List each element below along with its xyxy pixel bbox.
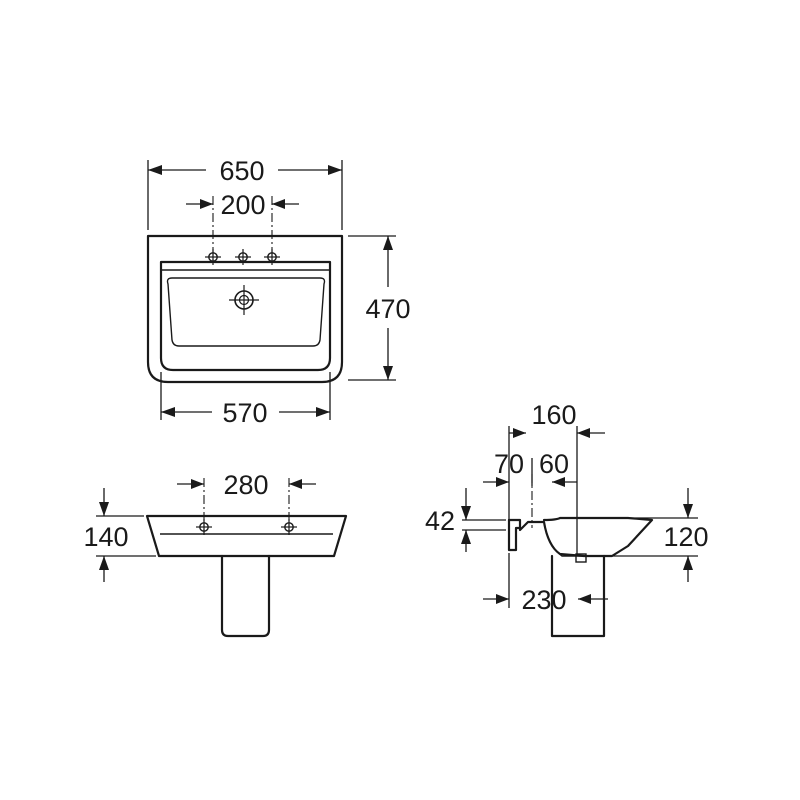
basin-inner-bowl [159, 260, 332, 372]
dim-bowl-height: 120 [663, 522, 708, 552]
dim-width-inner: 570 [222, 398, 267, 428]
dim-offset-total: 160 [531, 400, 576, 430]
basin-bowl-well [166, 277, 326, 347]
drain-icon [229, 285, 259, 315]
dim-width-overall: 650 [219, 156, 264, 186]
dim-tap-spacing-top: 200 [220, 190, 265, 220]
side-basin-lower-edge [543, 523, 612, 557]
basin-outer-outline [146, 234, 344, 384]
dim-tap-spacing-front: 280 [223, 470, 268, 500]
dim-pedestal-offset: 230 [521, 585, 566, 615]
side-waste-outlet [575, 553, 587, 563]
dim-offset-right: 60 [539, 449, 569, 479]
dim-front-height: 140 [83, 522, 128, 552]
front-pedestal [220, 554, 271, 638]
dim-rim-height: 42 [425, 506, 455, 536]
dim-depth: 470 [365, 294, 410, 324]
dim-offset-left: 70 [494, 449, 524, 479]
top-view: 650 200 470 570 [146, 156, 411, 428]
front-basin-body [145, 514, 348, 558]
side-view: 160 70 60 42 120 230 [425, 400, 709, 638]
side-wall-bracket [507, 518, 522, 552]
front-view: 280 140 [83, 470, 348, 638]
side-pedestal [550, 554, 606, 638]
side-basin-body [507, 516, 654, 558]
